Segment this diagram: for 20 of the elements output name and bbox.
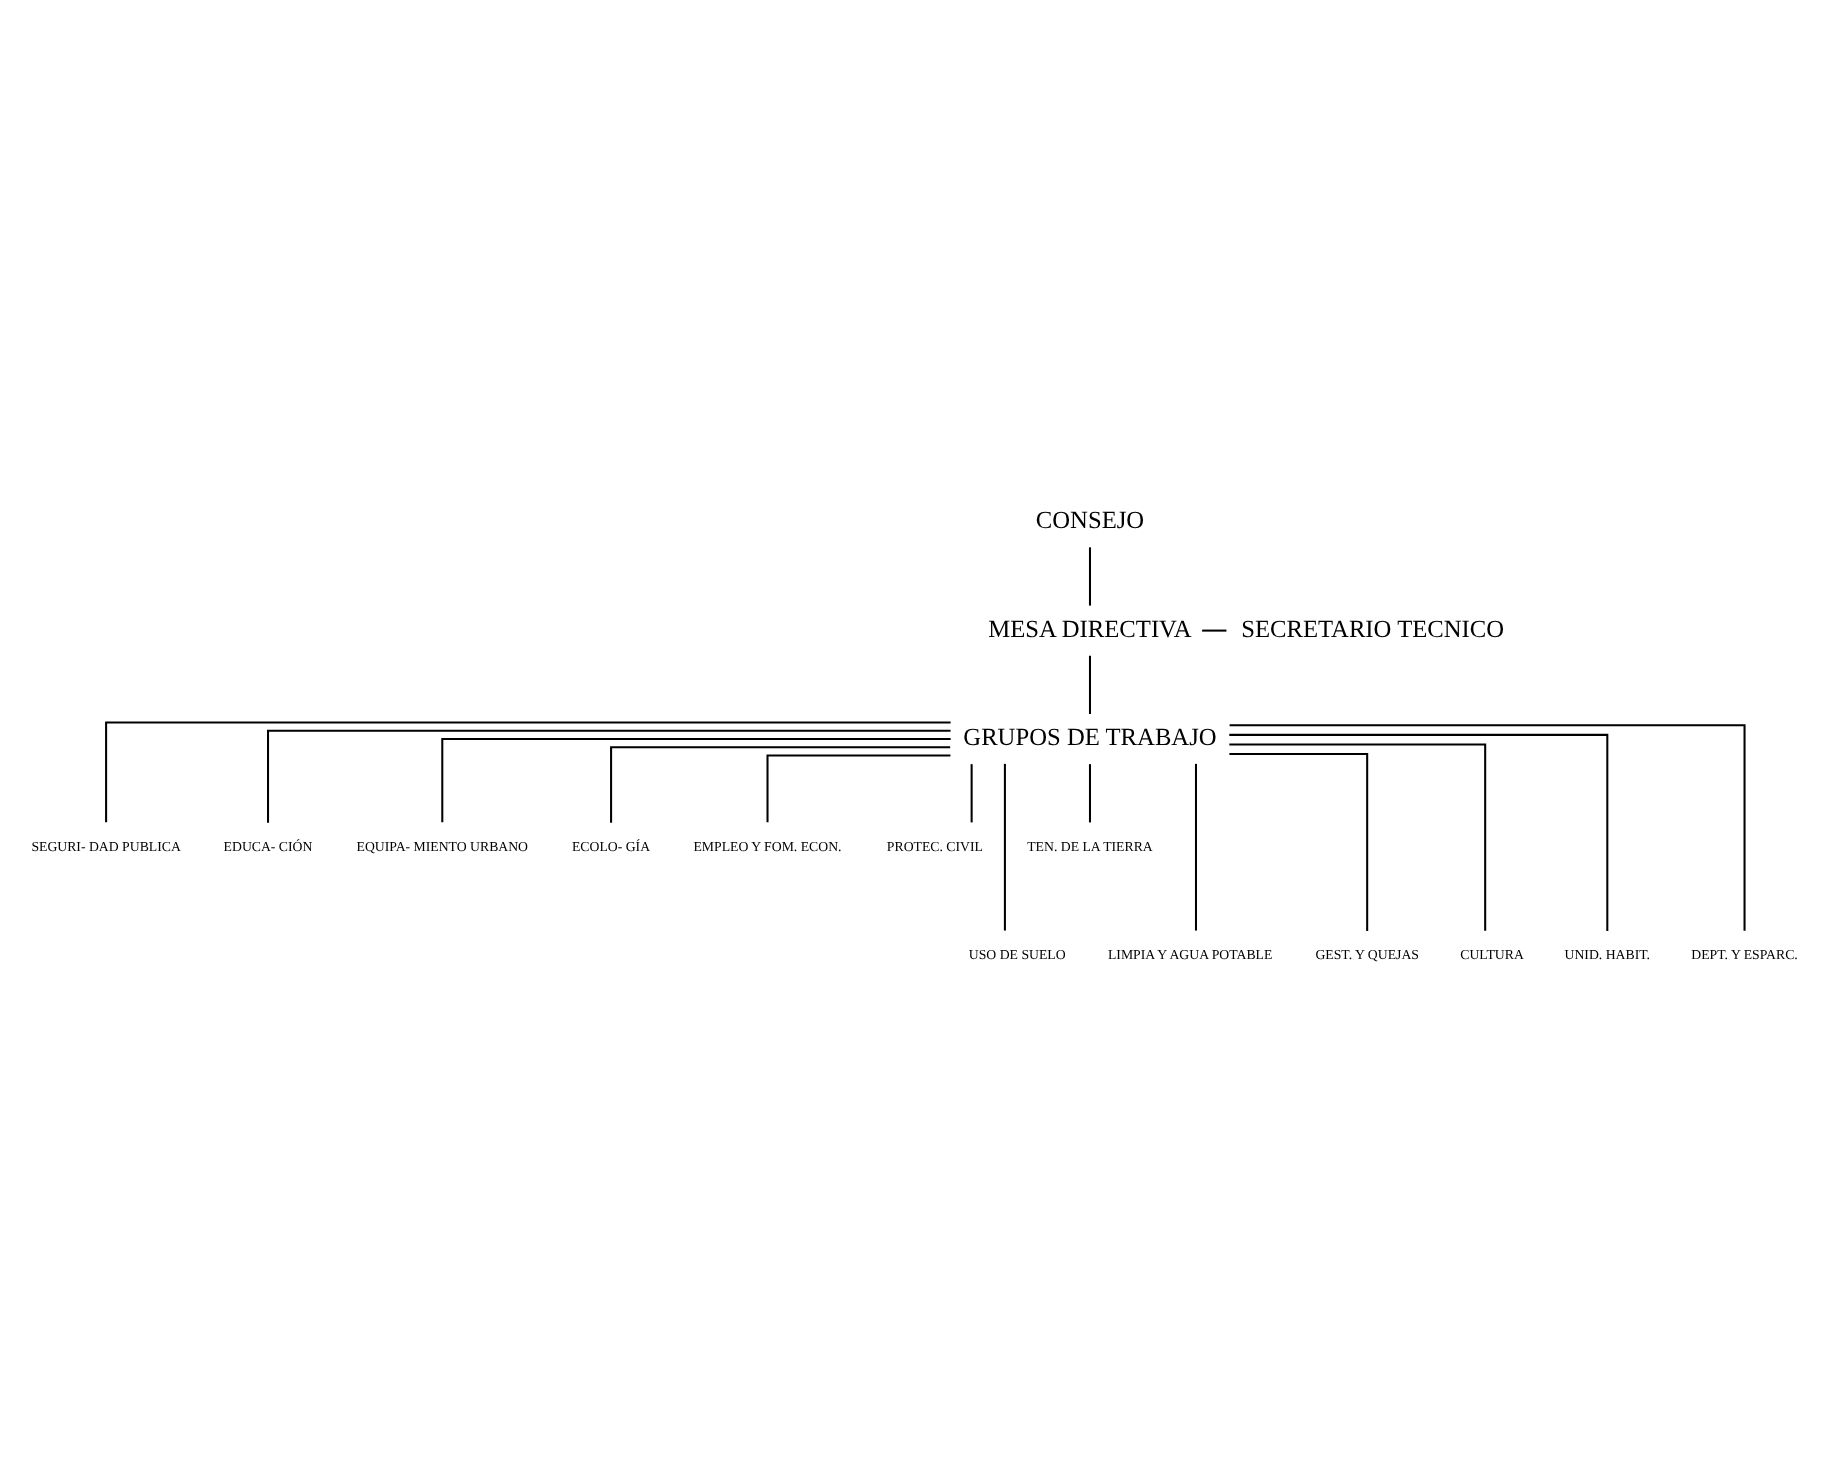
connector — [1194, 763, 1197, 931]
connector — [1229, 724, 1746, 931]
connector — [766, 754, 951, 823]
connector — [1229, 733, 1609, 931]
connector — [1229, 743, 1487, 931]
node-text: MESA DIRECTIVA — [988, 614, 1192, 643]
connector — [105, 721, 951, 823]
connector — [1088, 547, 1091, 606]
node-text: SECRETARIO TECNICO — [1241, 614, 1505, 643]
connector — [441, 737, 951, 823]
connector — [1088, 764, 1091, 823]
node-text: CONSEJO — [1035, 506, 1145, 535]
connector — [267, 729, 951, 823]
connector — [970, 764, 973, 823]
connector — [610, 746, 951, 823]
node-text: GRUPOS DE TRABAJO — [963, 723, 1217, 752]
connector — [1202, 629, 1227, 632]
connector — [1088, 655, 1091, 714]
connector — [1229, 753, 1369, 932]
connector — [1003, 763, 1006, 931]
